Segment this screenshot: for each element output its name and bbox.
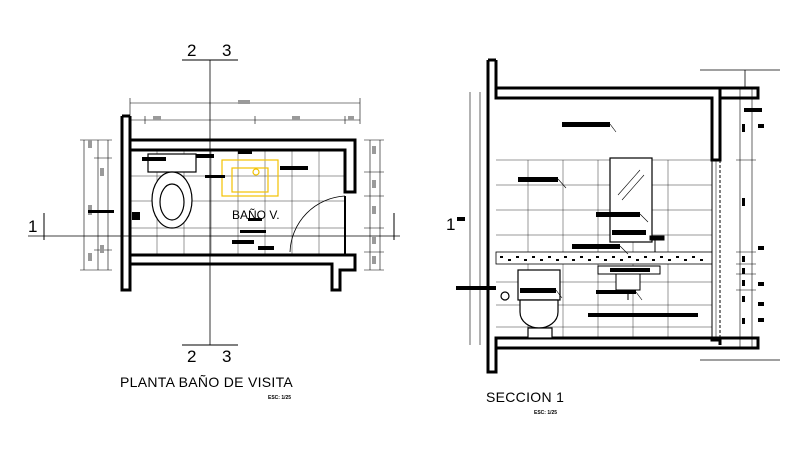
axis-label-1-section-tick (457, 217, 465, 221)
mirror-icon (609, 157, 653, 243)
plan-scale: ESC: 1/25 (268, 395, 291, 401)
dimension-text-top (153, 100, 354, 120)
decorative-band (495, 251, 713, 265)
section-dimension-ticks (736, 97, 756, 339)
door-plan-icon (289, 195, 346, 255)
dimension-ticks-left (80, 139, 112, 271)
floor-plan: 2 3 2 3 1 (28, 41, 400, 401)
axis-label-bottom-right: 3 (222, 347, 231, 366)
axis-label-1-plan: 1 (28, 217, 37, 236)
door-section (711, 160, 721, 338)
plan-title: PLANTA BAÑO DE VISITA (120, 374, 293, 390)
sink-plan-icon (221, 159, 279, 197)
axis-label-top-left: 2 (187, 41, 196, 60)
decorative-band-pattern (500, 256, 703, 261)
dimension-ticks-right (364, 139, 384, 271)
plan-annotations (88, 150, 308, 250)
plan-walls (120, 114, 357, 292)
section-title: SECCION 1 (486, 389, 564, 405)
section-leaders (555, 123, 649, 301)
axis-label-top-right: 3 (222, 41, 231, 60)
section-dimension-text (742, 124, 764, 324)
section-view: 1 (446, 58, 780, 416)
toilet-section-icon (500, 269, 561, 339)
section-annotations (456, 108, 762, 317)
toilet-plan-icon (147, 153, 197, 229)
axis-label-1-section: 1 (446, 215, 455, 234)
section-scale: ESC: 1/25 (534, 410, 557, 416)
room-label: BAÑO V. (232, 208, 280, 222)
dimension-text-right (372, 146, 376, 264)
axis-label-bottom-left: 2 (187, 347, 196, 366)
